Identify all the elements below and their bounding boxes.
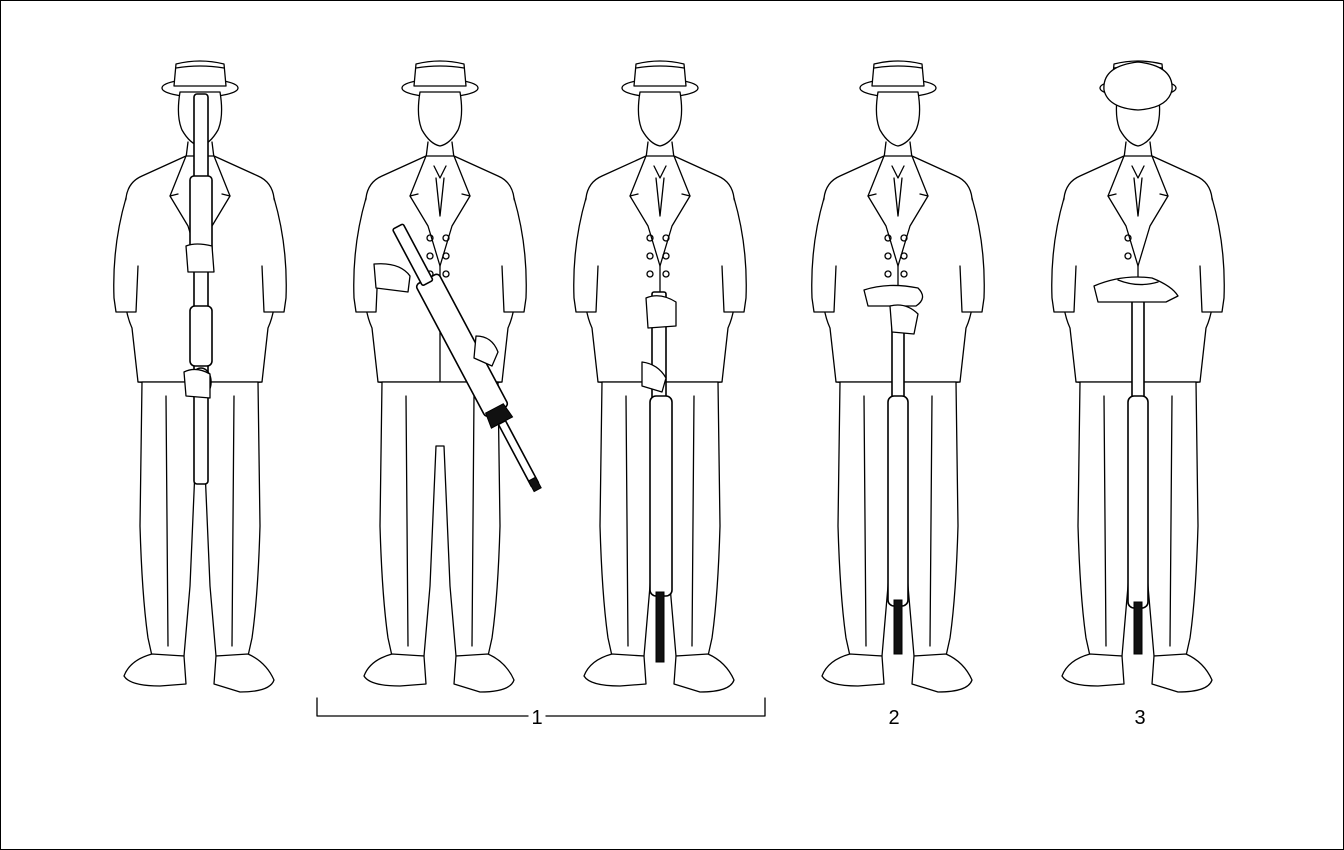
- step-label-2: 2: [888, 707, 899, 729]
- step-label-1: 1: [531, 707, 542, 729]
- step-label-3: 3: [1134, 707, 1145, 729]
- figure-1-rifle-diagonal: [354, 61, 550, 692]
- figure-1-rifle-at-side: [574, 61, 747, 692]
- figure-1-rifle-vertical: [114, 61, 287, 692]
- figure-2-hands-on-muzzle: [812, 61, 985, 692]
- figure-3-hands-crossed: [1052, 61, 1225, 692]
